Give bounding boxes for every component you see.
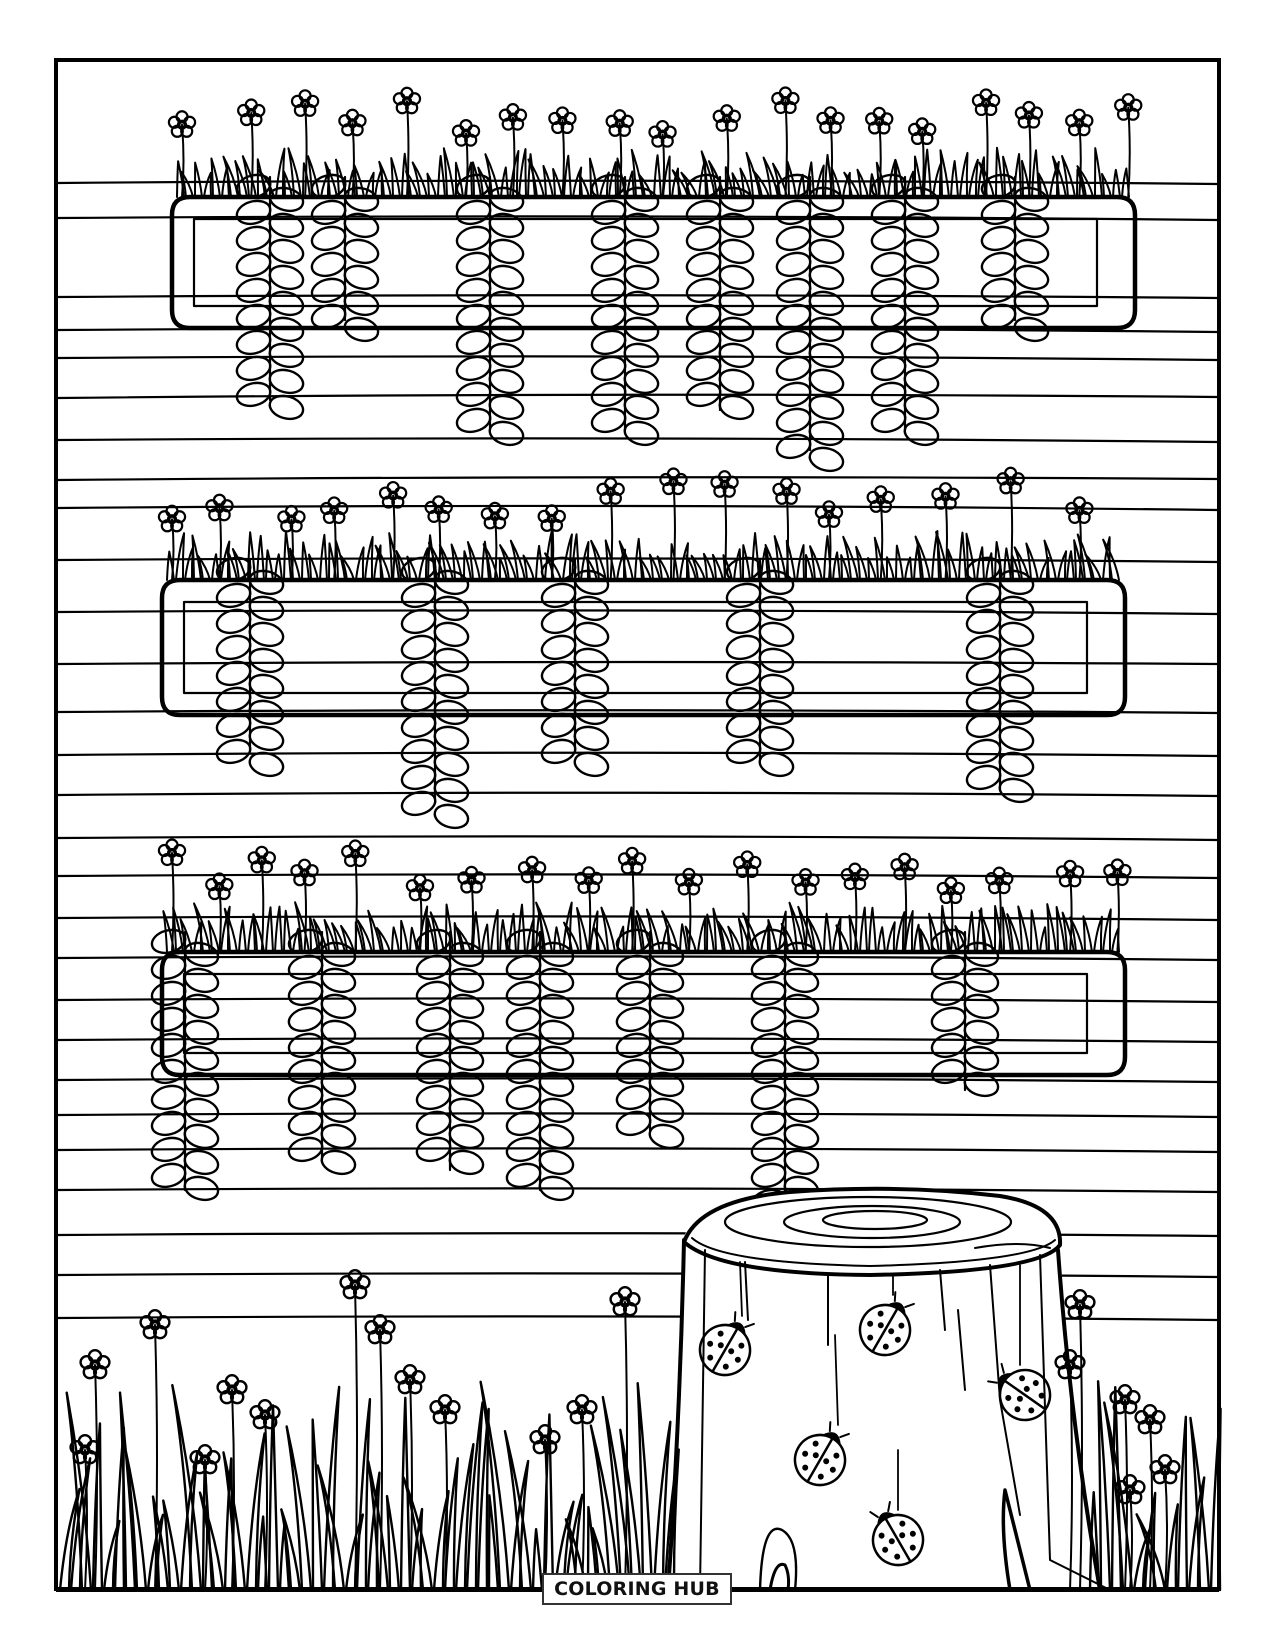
hanging-vine: [773, 170, 847, 476]
coloring-hub-logo: COLORING HUB: [542, 1573, 732, 1605]
hanging-vine: [285, 925, 359, 1179]
hanging-vine: [683, 170, 757, 424]
planter-middle: [157, 466, 1128, 833]
hanging-vine: [748, 925, 822, 1231]
hanging-vine: [978, 170, 1052, 346]
planter-bottom: [148, 838, 1132, 1231]
hanging-vine: [503, 925, 577, 1205]
ladybugs: [689, 1261, 1062, 1576]
planter-boxes: [148, 86, 1143, 1231]
wood-planks: [56, 179, 1219, 1322]
hanging-vine: [233, 170, 307, 424]
hanging-vine: [148, 925, 222, 1205]
tree-stump: [666, 1186, 1111, 1592]
hanging-vine: [413, 925, 487, 1179]
hanging-vine: [588, 170, 662, 450]
hanging-vine: [723, 553, 797, 781]
hanging-vine: [213, 553, 287, 781]
hanging-vine: [868, 170, 942, 450]
planter-top: [167, 86, 1143, 476]
hanging-vine: [453, 170, 527, 450]
hanging-vine: [928, 925, 1002, 1101]
hanging-vine: [613, 925, 687, 1153]
hanging-vine: [963, 553, 1037, 807]
hanging-vine: [398, 553, 472, 833]
hanging-vine: [538, 553, 612, 781]
hanging-vine: [308, 170, 382, 346]
